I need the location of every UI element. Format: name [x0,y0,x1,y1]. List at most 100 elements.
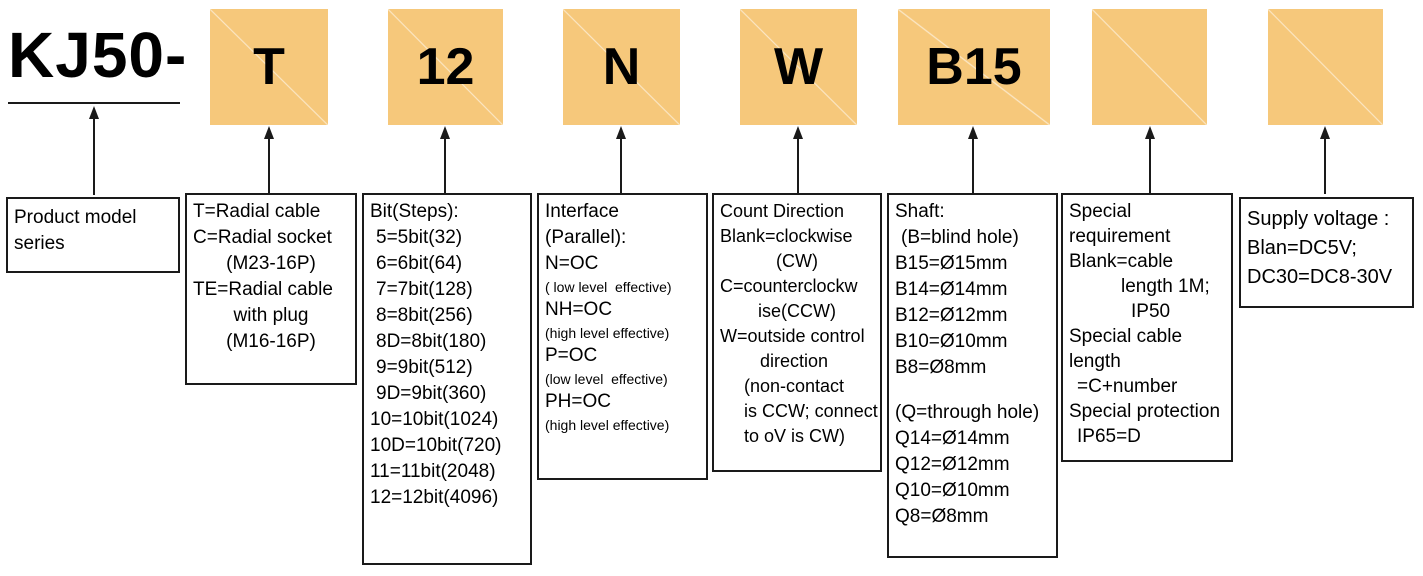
legend-line: 9=9bit(512) [376,357,473,378]
code-box-interface: N [563,9,680,125]
legend-line: Shaft: [895,201,945,222]
legend-line: IP65=D [1077,426,1141,447]
legend-line: Q12=Ø12mm [895,454,1010,475]
legend-line: 8D=8bit(180) [376,331,487,352]
legend-line: (non-contact [744,376,845,396]
legend-special-requirement: Special requirement Blank=cable length 1… [1061,193,1233,462]
arrowhead-icon [264,126,274,139]
legend-line: 12=12bit(4096) [370,487,499,508]
legend-line: 5=5bit(32) [376,227,463,248]
legend-line: N=OC [545,253,599,274]
legend-line: (Parallel): [545,227,627,248]
legend-line: Product model [14,207,137,228]
legend-line: (B=blind hole) [901,227,1019,248]
legend-line: Blank=cable [1069,251,1174,272]
legend-cable-type: T=Radial cable C=Radial socket (M23-16P)… [185,193,357,385]
legend-count-direction: Count Direction Blank=clockwise (CW) C=c… [712,193,882,472]
arrow-up-icon [615,126,627,194]
legend-line: P=OC [545,345,598,366]
arrowhead-icon [793,126,803,139]
legend-line: Blan=DC5V; [1247,237,1357,259]
legend-line: Q10=Ø10mm [895,480,1010,501]
legend-line: C=Radial socket [193,227,332,248]
arrowhead-icon [1320,126,1330,139]
legend-line: 10=10bit(1024) [370,409,499,430]
code-value: W [773,38,824,96]
code-value: B15 [926,38,1022,96]
legend-line: Special cable [1069,326,1183,347]
arrow-up-icon [1144,126,1156,194]
legend-line: 8=8bit(256) [376,305,473,326]
legend-line: NH=OC [545,299,613,320]
legend-line: (CW) [776,251,818,271]
legend-line: ( low level effective) [545,279,672,295]
arrow-up-icon [439,126,451,194]
legend-line: =C+number [1077,376,1178,397]
arrowhead-icon [1145,126,1155,139]
arrowhead-icon [440,126,450,139]
arrowhead-icon [616,126,626,139]
legend-line: (M23-16P) [226,253,316,274]
legend-line: to oV is CW) [744,426,846,446]
legend-line: Count Direction [720,201,845,221]
legend-line: Special [1069,201,1132,222]
legend-line: B14=Ø14mm [895,279,1008,300]
legend-line: Blank=clockwise [720,226,853,246]
code-value: T [253,38,285,96]
legend-interface: Interface (Parallel): N=OC ( low level e… [537,193,708,480]
legend-line: W=outside control [720,326,865,346]
arrow-up-icon [263,126,275,194]
legend-line: (high level effective) [545,325,670,341]
legend-line: 6=6bit(64) [376,253,463,274]
legend-line: B8=Ø8mm [895,357,987,378]
legend-line: is CCW; connect [744,401,878,421]
legend-line: Interface [545,201,619,222]
code-value: 12 [416,38,475,96]
series-underline [8,102,180,104]
legend-line: length 1M; [1121,276,1210,297]
legend-line: 7=7bit(128) [376,279,473,300]
legend-shaft: Shaft: (B=blind hole) B15=Ø15mm B14=Ø14m… [887,193,1058,558]
legend-line: C=counterclockw [720,276,858,296]
legend-line: 11=11bit(2048) [370,461,496,482]
legend-line: Special protection [1069,401,1221,422]
legend-line: T=Radial cable [193,201,321,222]
legend-line: PH=OC [545,391,611,412]
legend-line: requirement [1069,226,1171,247]
arrow-up-icon [792,126,804,194]
legend-line: TE=Radial cable [193,279,333,300]
legend-line: 9D=9bit(360) [376,383,487,404]
legend-line: B10=Ø10mm [895,331,1008,352]
arrow-up-icon [967,126,979,194]
arrowhead-icon [968,126,978,139]
legend-line: series [14,233,65,254]
code-box-cable: T [210,9,328,125]
legend-product-series: Product model series [6,197,180,273]
legend-line [895,381,1050,400]
arrow-up-icon [1319,126,1331,194]
legend-line: (Q=through hole) [895,402,1040,423]
legend-line: (low level effective) [545,371,668,387]
legend-line: B12=Ø12mm [895,305,1008,326]
code-box-bits: 12 [388,9,503,125]
legend-line: with plug [233,305,309,326]
code-box-direction: W [740,9,857,125]
legend-line: 10D=10bit(720) [370,435,502,456]
legend-line: Q8=Ø8mm [895,506,989,527]
legend-line: Q14=Ø14mm [895,428,1010,449]
legend-line: length [1069,351,1121,372]
legend-line: ise(CCW) [758,301,836,321]
code-value: N [602,38,641,96]
legend-line: IP50 [1131,301,1171,322]
legend-line: (M16-16P) [226,331,316,352]
code-box-shaft: B15 [898,9,1050,125]
legend-bit-steps: Bit(Steps): 5=5bit(32) 6=6bit(64) 7=7bit… [362,193,532,565]
legend-line: direction [760,351,829,371]
legend-line: (high level effective) [545,417,670,433]
legend-supply-voltage: Supply voltage : Blan=DC5V; DC30=DC8-30V [1239,197,1414,308]
legend-line: Bit(Steps): [370,201,459,222]
code-box-voltage [1268,9,1383,125]
legend-line: Supply voltage : [1247,208,1390,230]
arrow-up-icon [88,106,100,195]
